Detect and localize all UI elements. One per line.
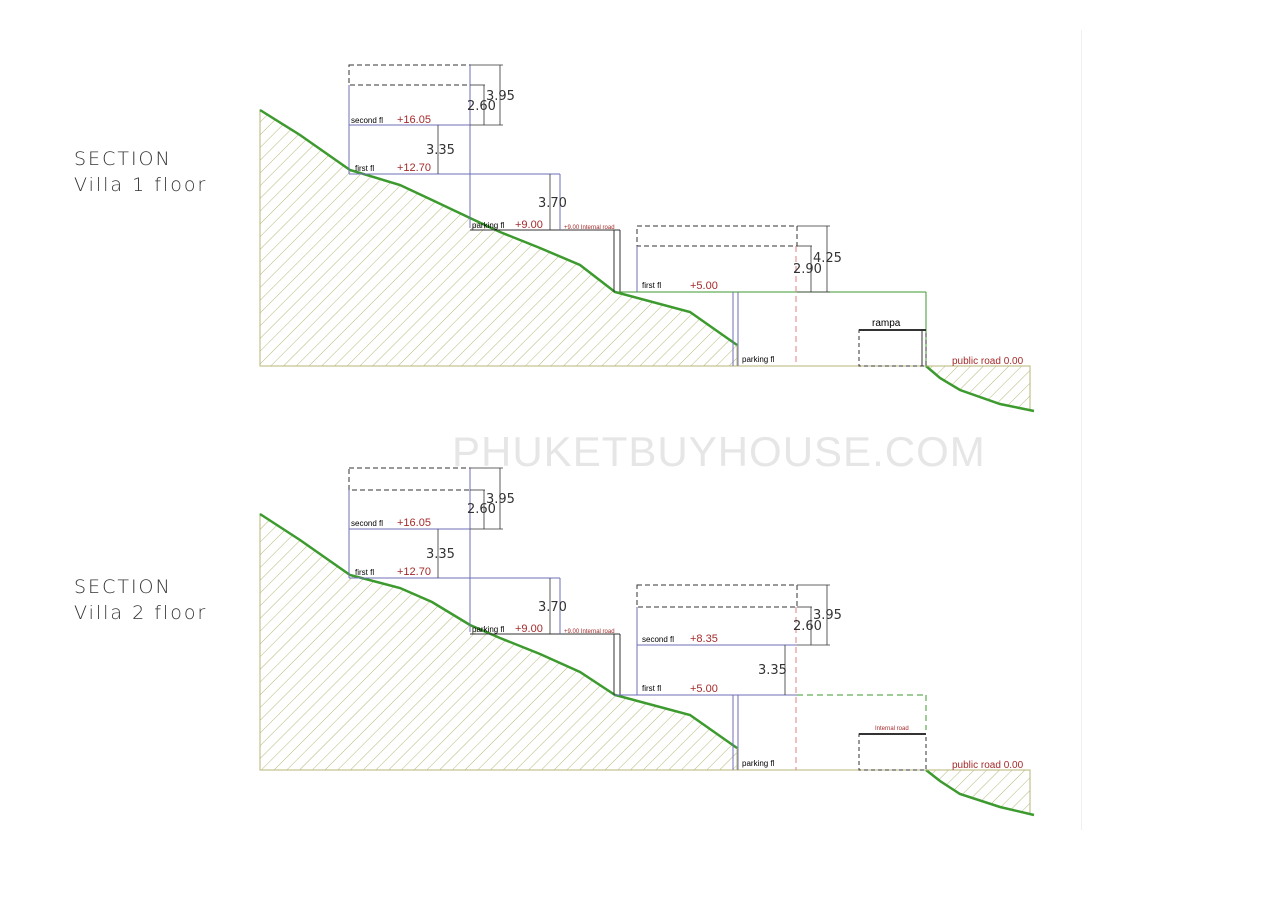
label-second-fl: second fl — [351, 116, 383, 125]
page-divider — [1081, 30, 1082, 830]
roof-outline — [348, 467, 471, 491]
terrain-profile-line-road — [925, 365, 1035, 413]
roof-outline — [348, 64, 471, 86]
dimension-2-60: 2.60 — [467, 99, 496, 114]
elevation-lower-second-fl: +8.35 — [690, 633, 718, 645]
label-internal-road: +9.00 Internal road — [564, 225, 615, 231]
dimension-2-60: 2.60 — [467, 502, 496, 517]
elevation-parking-fl: +9.00 — [515, 219, 543, 231]
label-lower-parking-fl: parking fl — [742, 759, 775, 768]
terrain-profile-line — [259, 512, 738, 750]
label-internal-road: +9.00 Internal road — [564, 629, 615, 635]
elevation-lower-first-fl: +5.00 — [690, 683, 718, 695]
label-lower-first-fl: first fl — [642, 684, 661, 693]
label-public-road: public road 0.00 — [952, 760, 1024, 771]
label-second-fl: second fl — [351, 519, 383, 528]
internal-road-box — [858, 733, 927, 771]
label-internal-road-small: Internal road — [875, 726, 909, 732]
roof-outline — [636, 584, 798, 608]
dimension-3-95-lower: 3.95 — [813, 608, 842, 623]
dimension-3-35: 3.35 — [426, 547, 455, 562]
section-villa-2: second fl +16.05 first fl +12.70 parking… — [259, 467, 1035, 817]
elevation-parking-fl: +9.00 — [515, 623, 543, 635]
label-lower-first-fl: first fl — [642, 281, 661, 290]
terrain-road-side — [924, 769, 1031, 815]
terrain-profile-line — [259, 108, 738, 347]
section-title-villa-1: SECTION Villa 1 floor — [74, 146, 207, 198]
section-title-villa-2: SECTION Villa 2 floor — [74, 574, 207, 626]
dimension-2-60-lower: 2.60 — [793, 619, 822, 634]
terrain-hillside — [259, 109, 738, 367]
elevation-lower-first-fl: +5.00 — [690, 280, 718, 292]
label-lower-parking-fl: parking fl — [742, 355, 775, 364]
dimension-3-95: 3.95 — [486, 492, 515, 507]
dimension-2-90: 2.90 — [793, 262, 822, 277]
rampa-box — [858, 329, 927, 367]
elevation-first-fl: +12.70 — [397, 566, 431, 578]
dimension-3-95: 3.95 — [486, 89, 515, 104]
label-rampa: rampa — [872, 318, 901, 329]
section-title-line1: SECTION — [74, 576, 172, 598]
watermark: PHUKETBUYHOUSE.COM — [452, 428, 986, 475]
elevation-second-fl: +16.05 — [397, 114, 431, 126]
dimension-3-35-lower: 3.35 — [758, 663, 787, 678]
elevation-first-fl: +12.70 — [397, 162, 431, 174]
elevation-second-fl: +16.05 — [397, 517, 431, 529]
label-first-fl: first fl — [355, 164, 374, 173]
label-public-road: public road 0.00 — [952, 356, 1024, 367]
dimension-4-25: 4.25 — [813, 251, 842, 266]
label-parking-fl: parking fl — [472, 221, 505, 230]
roof-outline — [636, 225, 798, 247]
section-villa-1: second fl +16.05 first fl +12.70 parking… — [259, 64, 1035, 413]
label-parking-fl: parking fl — [472, 625, 505, 634]
section-title-line2: Villa 1 floor — [74, 174, 208, 196]
dimension-3-70: 3.70 — [538, 600, 567, 615]
dimension-3-35: 3.35 — [426, 143, 455, 158]
terrain-profile-line-road — [925, 769, 1035, 817]
section-title-line1: SECTION — [74, 148, 172, 170]
label-first-fl: first fl — [355, 568, 374, 577]
dimension-3-70: 3.70 — [538, 196, 567, 211]
label-lower-second-fl: second fl — [642, 635, 674, 644]
terrain-road-side — [924, 365, 1031, 411]
section-title-line2: Villa 2 floor — [74, 602, 208, 624]
